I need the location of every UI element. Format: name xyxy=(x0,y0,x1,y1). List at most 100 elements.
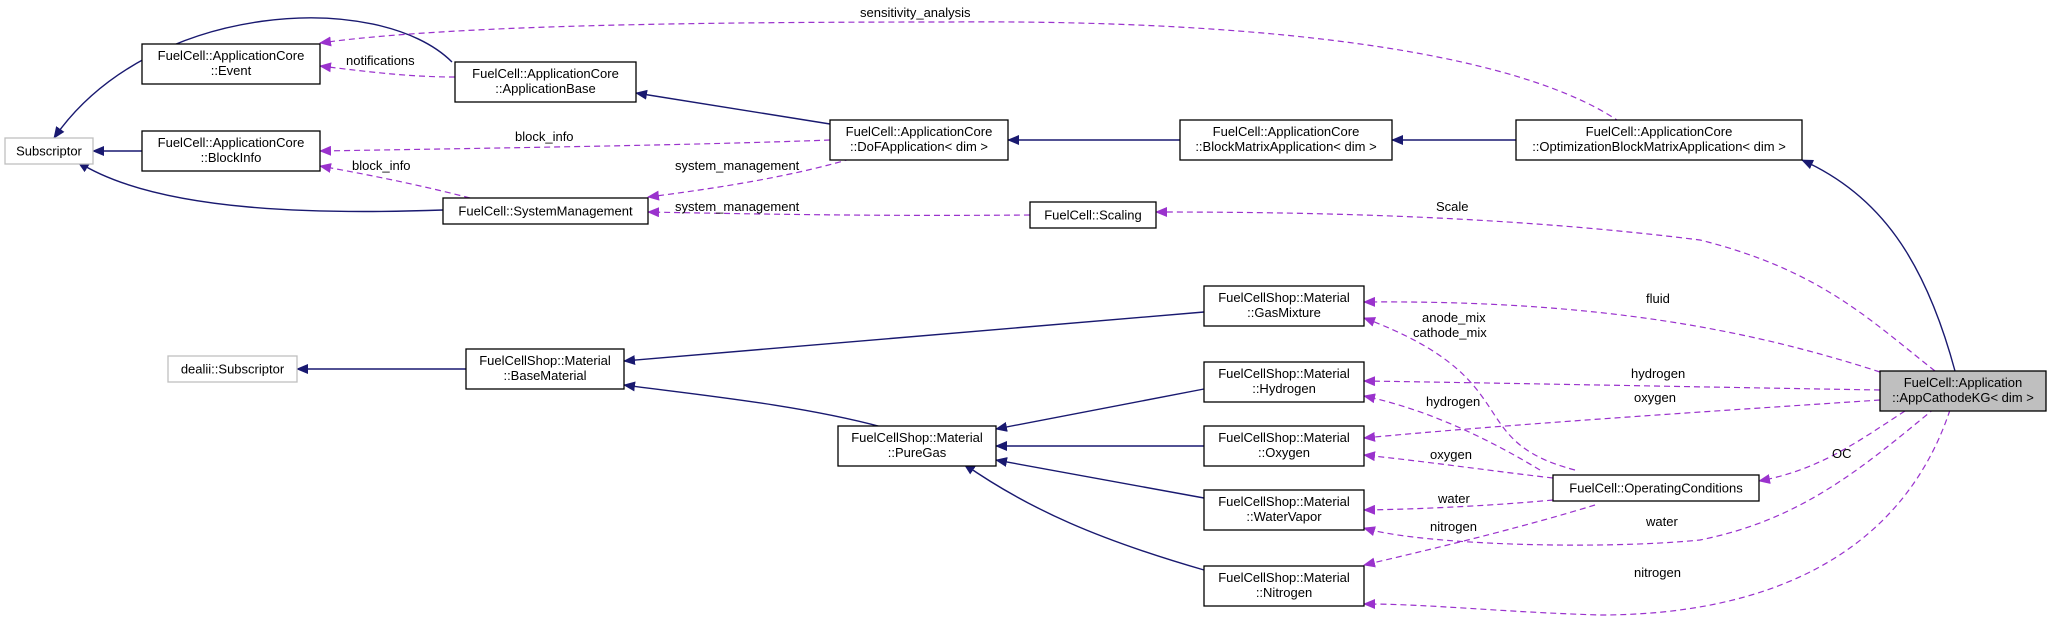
label-oxygen-2: oxygen xyxy=(1430,447,1472,462)
node-watervapor-line-2: ::WaterVapor xyxy=(1246,509,1322,524)
node-oxygen-line-1: FuelCellShop::Material xyxy=(1218,430,1350,445)
label-block-info-1: block_info xyxy=(515,129,574,144)
edge-watervapor-puregas xyxy=(995,457,1205,499)
edge-appbase-subscriptor xyxy=(53,17,453,139)
label-scale: Scale xyxy=(1436,199,1469,214)
node-appbase-line-2: ::ApplicationBase xyxy=(495,81,595,96)
node-blockinfo[interactable]: FuelCell::ApplicationCore ::BlockInfo xyxy=(141,130,321,172)
node-dofapp-line-2: ::DoFApplication< dim > xyxy=(850,139,988,154)
edge-sensitivity-analysis xyxy=(319,21,1621,123)
node-hydrogen[interactable]: FuelCellShop::Material ::Hydrogen xyxy=(1203,361,1365,403)
node-subscriptor-line-1: Subscriptor xyxy=(16,144,82,159)
edge-system-management-scaling xyxy=(647,207,1031,218)
label-system-management-1: system_management xyxy=(675,158,800,173)
edge-nitrogen-puregas xyxy=(963,463,1205,571)
node-dofapp-line-1: FuelCell::ApplicationCore xyxy=(846,124,993,139)
label-nitrogen-2: nitrogen xyxy=(1634,565,1681,580)
edge-hydrogen-app xyxy=(1363,376,1881,391)
label-hydrogen-1: hydrogen xyxy=(1631,366,1685,381)
label-fluid: fluid xyxy=(1646,291,1670,306)
node-hydrogen-line-1: FuelCellShop::Material xyxy=(1218,366,1350,381)
node-basematerial-line-2: ::BaseMaterial xyxy=(503,368,586,383)
node-puregas-line-1: FuelCellShop::Material xyxy=(851,430,983,445)
node-scaling-line-1: FuelCell::Scaling xyxy=(1044,208,1142,223)
node-watervapor[interactable]: FuelCellShop::Material ::WaterVapor xyxy=(1203,489,1365,531)
label-hydrogen-2: hydrogen xyxy=(1426,394,1480,409)
edge-gasmixture-basematerial xyxy=(623,311,1205,366)
node-opcond-line-1: FuelCell::OperatingConditions xyxy=(1569,481,1743,496)
node-blockmatrix[interactable]: FuelCell::ApplicationCore ::BlockMatrixA… xyxy=(1179,119,1393,161)
node-nitrogen-line-2: ::Nitrogen xyxy=(1256,585,1312,600)
edge-system-management-dof xyxy=(647,155,861,201)
node-appbase-line-1: FuelCell::ApplicationCore xyxy=(472,66,619,81)
node-appcathode-line-1: FuelCell::Application xyxy=(1904,375,2023,390)
edge-oxygen-opcond xyxy=(1363,451,1554,479)
node-subscriptor[interactable]: Subscriptor xyxy=(4,137,94,165)
node-watervapor-line-1: FuelCellShop::Material xyxy=(1218,494,1350,509)
label-water-2: water xyxy=(1645,514,1678,529)
edge-hydrogen-opcond xyxy=(1363,393,1541,471)
edge-block-info-sysman xyxy=(319,163,471,199)
edge-puregas-basematerial xyxy=(623,381,883,428)
node-optblock[interactable]: FuelCell::ApplicationCore ::Optimization… xyxy=(1515,119,1803,161)
label-anode-mix: anode_mix xyxy=(1422,310,1486,325)
edge-oxygen-app xyxy=(1363,399,1881,442)
node-scaling[interactable]: FuelCell::Scaling xyxy=(1029,201,1157,229)
node-hydrogen-line-2: ::Hydrogen xyxy=(1252,381,1316,396)
label-cathode-mix: cathode_mix xyxy=(1413,325,1487,340)
node-blockinfo-line-2: ::BlockInfo xyxy=(201,150,262,165)
edge-block-info-dof xyxy=(319,139,831,156)
node-event-line-1: FuelCell::ApplicationCore xyxy=(158,48,305,63)
edge-nitrogen-app xyxy=(1363,409,1951,616)
edge-labels: sensitivity_analysis notifications block… xyxy=(346,5,1852,580)
node-nitrogen-line-1: FuelCellShop::Material xyxy=(1218,570,1350,585)
edge-oc xyxy=(1758,410,1906,484)
edge-scale xyxy=(1155,207,1936,372)
node-basematerial[interactable]: FuelCellShop::Material ::BaseMaterial xyxy=(465,348,625,390)
node-sysman-line-1: FuelCell::SystemManagement xyxy=(458,204,633,219)
edge-notifications xyxy=(319,62,456,78)
label-notifications: notifications xyxy=(346,53,415,68)
edge-dofapp-appbase xyxy=(635,89,831,125)
node-puregas[interactable]: FuelCellShop::Material ::PureGas xyxy=(837,425,997,467)
node-appcathodekg[interactable]: FuelCell::Application ::AppCathodeKG< di… xyxy=(1879,370,2047,412)
node-gasmixture-line-1: FuelCellShop::Material xyxy=(1218,290,1350,305)
node-event[interactable]: FuelCell::ApplicationCore ::Event xyxy=(141,43,321,85)
node-basematerial-line-1: FuelCellShop::Material xyxy=(479,353,611,368)
label-oc: OC xyxy=(1832,446,1852,461)
edge-sysman-subscriptor xyxy=(77,161,444,213)
node-appbase[interactable]: FuelCell::ApplicationCore ::ApplicationB… xyxy=(454,61,637,103)
label-water-1: water xyxy=(1437,491,1470,506)
node-blockinfo-line-1: FuelCell::ApplicationCore xyxy=(158,135,305,150)
node-operatingconditions[interactable]: FuelCell::OperatingConditions xyxy=(1552,474,1760,502)
node-blockmatrix-line-1: FuelCell::ApplicationCore xyxy=(1213,124,1360,139)
inheritance-edges xyxy=(53,17,1956,571)
node-dealii-line-1: dealii::Subscriptor xyxy=(181,362,285,377)
node-oxygen[interactable]: FuelCellShop::Material ::Oxygen xyxy=(1203,425,1365,467)
node-optblock-line-1: FuelCell::ApplicationCore xyxy=(1586,124,1733,139)
edge-water-app xyxy=(1363,407,1936,546)
edge-nitrogen-opcond xyxy=(1363,504,1596,568)
usage-edges xyxy=(319,21,1951,616)
node-appcathode-line-2: ::AppCathodeKG< dim > xyxy=(1892,390,2034,405)
edge-water-opcond xyxy=(1363,499,1554,515)
edge-hydrogen-puregas xyxy=(995,388,1205,432)
node-dealii-subscriptor[interactable]: dealii::Subscriptor xyxy=(167,355,298,383)
label-oxygen-1: oxygen xyxy=(1634,390,1676,405)
node-event-line-2: ::Event xyxy=(211,63,252,78)
node-sysman[interactable]: FuelCell::SystemManagement xyxy=(442,197,649,225)
node-dofapp[interactable]: FuelCell::ApplicationCore ::DoFApplicati… xyxy=(829,119,1009,161)
label-block-info-2: block_info xyxy=(352,158,411,173)
edge-anode-cathode-mix xyxy=(1363,317,1576,471)
node-puregas-line-2: ::PureGas xyxy=(888,445,947,460)
node-oxygen-line-2: ::Oxygen xyxy=(1258,445,1310,460)
node-optblock-line-2: ::OptimizationBlockMatrixApplication< di… xyxy=(1532,139,1786,154)
node-gasmixture[interactable]: FuelCellShop::Material ::GasMixture xyxy=(1203,285,1365,327)
label-nitrogen-1: nitrogen xyxy=(1430,519,1477,534)
node-nitrogen[interactable]: FuelCellShop::Material ::Nitrogen xyxy=(1203,565,1365,607)
label-system-management-2: system_management xyxy=(675,199,800,214)
label-sensitivity-analysis: sensitivity_analysis xyxy=(860,5,971,20)
node-gasmixture-line-2: ::GasMixture xyxy=(1247,305,1321,320)
edge-appcathode-optblock xyxy=(1801,159,1956,372)
